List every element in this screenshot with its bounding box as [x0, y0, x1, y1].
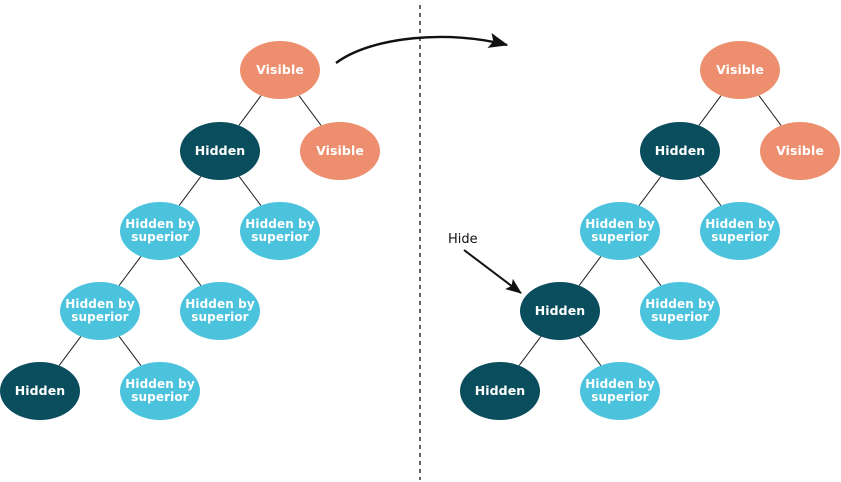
- tree-node-hidden[interactable]: Hidden: [640, 122, 720, 180]
- tree-node-hidden[interactable]: Hidden: [0, 362, 80, 420]
- tree-node-label: Hidden: [474, 383, 526, 398]
- tree-edge: [578, 336, 602, 366]
- tree-edge: [518, 336, 542, 366]
- tree-node-visible[interactable]: Visible: [240, 41, 320, 99]
- tree-edge: [238, 95, 262, 126]
- tree-node-visible[interactable]: Visible: [700, 41, 780, 99]
- tree-edge: [178, 256, 202, 286]
- tree-edge: [58, 336, 82, 366]
- tree-node-hidden[interactable]: Hidden: [460, 362, 540, 420]
- tree-edge: [178, 176, 202, 206]
- tree-node-label: Visible: [316, 143, 364, 158]
- tree-edge: [118, 256, 142, 286]
- tree-node-label: Visible: [256, 62, 304, 77]
- tree-edge: [638, 256, 662, 286]
- tree-node-label: Hidden: [14, 383, 66, 398]
- tree-node-label: Hidden: [194, 143, 246, 158]
- tree-node-visible[interactable]: Visible: [760, 122, 840, 180]
- tree-node-hidden[interactable]: Hidden: [520, 282, 600, 340]
- hide-pointer-arrow: [463, 249, 522, 294]
- tree-node-label: Hidden: [534, 303, 586, 318]
- transition-curved-arrow: [335, 32, 509, 64]
- tree-edge: [578, 256, 602, 286]
- hide-annotation-label: Hide: [448, 232, 478, 247]
- tree-node-label: Visible: [716, 62, 764, 77]
- tree-edge: [698, 176, 722, 206]
- tree-node-hidden[interactable]: Hidden: [180, 122, 260, 180]
- tree-edge: [698, 95, 722, 126]
- tree-edge: [638, 176, 662, 206]
- tree-edge: [118, 336, 142, 366]
- tree-node-visible[interactable]: Visible: [300, 122, 380, 180]
- tree-node-label: Hidden: [654, 143, 706, 158]
- tree-edge: [758, 95, 782, 126]
- tree-edge: [298, 95, 322, 126]
- tree-node-label: Visible: [776, 143, 824, 158]
- tree-edge: [238, 176, 262, 206]
